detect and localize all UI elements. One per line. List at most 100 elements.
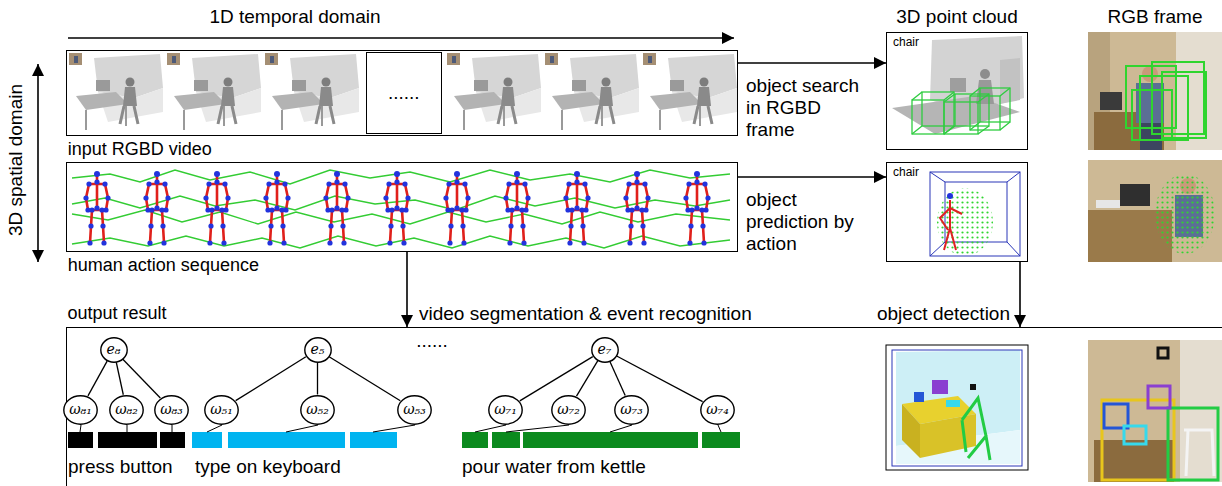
point-cloud-panel: chair (886, 162, 1028, 262)
point-cloud-prediction (930, 172, 1020, 256)
rgb-frame-prediction (1088, 160, 1222, 262)
node-outline (205, 395, 238, 423)
node-outline (301, 395, 334, 423)
rgb-frame-prediction (1096, 200, 1120, 208)
subevent-node: ω₈₁ (63, 395, 98, 425)
video-frames (167, 53, 261, 130)
video-frames (69, 53, 737, 130)
tree-link (236, 357, 306, 401)
point-cloud-search (922, 92, 954, 126)
subevent-node: ω₇₂ (551, 395, 586, 425)
leader-line (80, 425, 721, 432)
point-cloud-detection (902, 404, 920, 458)
tree-link (123, 359, 160, 398)
node-label: ω₅₃ (403, 401, 426, 417)
skeleton-sequence (143, 171, 170, 246)
video-frames (545, 53, 639, 130)
rgb-frame-search (1140, 76, 1188, 140)
label-anchor: press button (68, 456, 173, 478)
node-outline (304, 337, 330, 361)
point-cloud-search (912, 88, 1010, 134)
segment-bar (68, 432, 740, 448)
node-outline (591, 337, 617, 361)
node-label: e₇ (598, 341, 612, 357)
point-cloud-search (970, 96, 1000, 130)
event-node: e₅ (304, 337, 332, 363)
rgb-frame-detection (1124, 426, 1146, 444)
rgb-frame-detection (1148, 386, 1170, 408)
video-strip: ......input RGBD video (66, 50, 738, 136)
node-label: ω₅₁ (210, 401, 233, 417)
subevent-node: ω₇₄ (700, 395, 735, 425)
column-heading: RGB frame (1107, 6, 1202, 28)
process-arrow (738, 176, 886, 178)
label-anchor: pour water from kettle (462, 456, 646, 478)
video-frames (643, 53, 737, 130)
node-label: ω₅₂ (306, 401, 329, 417)
process-arrow (738, 62, 886, 64)
segment-bar (492, 432, 520, 448)
segment-bar (98, 432, 157, 448)
node-outline (701, 395, 734, 423)
node-label: e₅ (311, 341, 325, 357)
point-cloud-detection (914, 392, 924, 402)
skeleton-sequence (263, 171, 290, 246)
tree-link (577, 361, 598, 396)
rgb-frame-detection (1168, 408, 1218, 480)
connector-group (88, 63, 1020, 402)
point-cloud-prediction (930, 172, 1020, 256)
axis-label: 1D temporal domain (209, 6, 380, 28)
point-cloud-prediction (937, 188, 993, 256)
rgb-frame-prediction (1088, 160, 1222, 262)
point-cloud-prediction (947, 193, 953, 199)
segment-bar (350, 432, 397, 448)
tree-link (520, 357, 593, 401)
point-cloud-search (970, 88, 1010, 130)
tree-link (116, 362, 123, 395)
node-heading: input RGBD video (68, 139, 738, 160)
joint-trajectories (72, 170, 730, 184)
video-frames (447, 53, 541, 130)
edge-label-anchor: video segmentation & event recognition (419, 303, 752, 325)
edge-label: object search in RGBD frame (746, 75, 872, 141)
domain-arrow (37, 64, 39, 262)
node-label: ω₈₃ (160, 401, 183, 417)
point-cloud-search (950, 78, 966, 92)
node-outline (110, 395, 143, 423)
column-heading: 3D point cloud (896, 6, 1017, 28)
point-cloud-search (944, 94, 989, 134)
rgb-frame-search (1088, 32, 1222, 150)
edge-label-anchor: object prediction by action (746, 189, 872, 255)
segment-bar (462, 432, 488, 448)
label-anchor: RGB frame (1107, 6, 1202, 28)
point-cloud-prediction (930, 172, 1020, 256)
skeleton-sequence (563, 171, 590, 246)
point-cloud-panel: chair (886, 32, 1028, 150)
subevent-node: ω₈₃ (154, 395, 189, 425)
axis-label: 3D spatial domain (5, 84, 27, 236)
point-cloud-search (980, 69, 990, 79)
tree-link (329, 357, 400, 401)
edge-label: object detection (877, 303, 1010, 325)
point-cloud-search (944, 102, 978, 134)
node-heading: ...... (388, 82, 420, 104)
node-label: ω₇₁ (494, 401, 517, 417)
point-cloud-detection (892, 350, 1022, 466)
point-cloud-detection (946, 400, 960, 407)
leader-line (80, 425, 721, 432)
domain-arrow (68, 37, 734, 39)
skeleton-sequence (443, 171, 470, 246)
tree-link (88, 361, 107, 396)
subevent-node: ω₅₃ (397, 395, 432, 425)
node-heading: chair (891, 166, 921, 180)
video-frames (69, 53, 163, 130)
edge-label: object prediction by action (746, 189, 872, 255)
edge-label-anchor: object search in RGBD frame (746, 75, 872, 141)
rgb-frame-search (1162, 72, 1206, 138)
rgb-frame-detection (1158, 348, 1168, 358)
node-outline (489, 395, 522, 423)
node-outline (64, 395, 97, 423)
node-outline (100, 337, 126, 361)
node-outline (615, 395, 648, 423)
